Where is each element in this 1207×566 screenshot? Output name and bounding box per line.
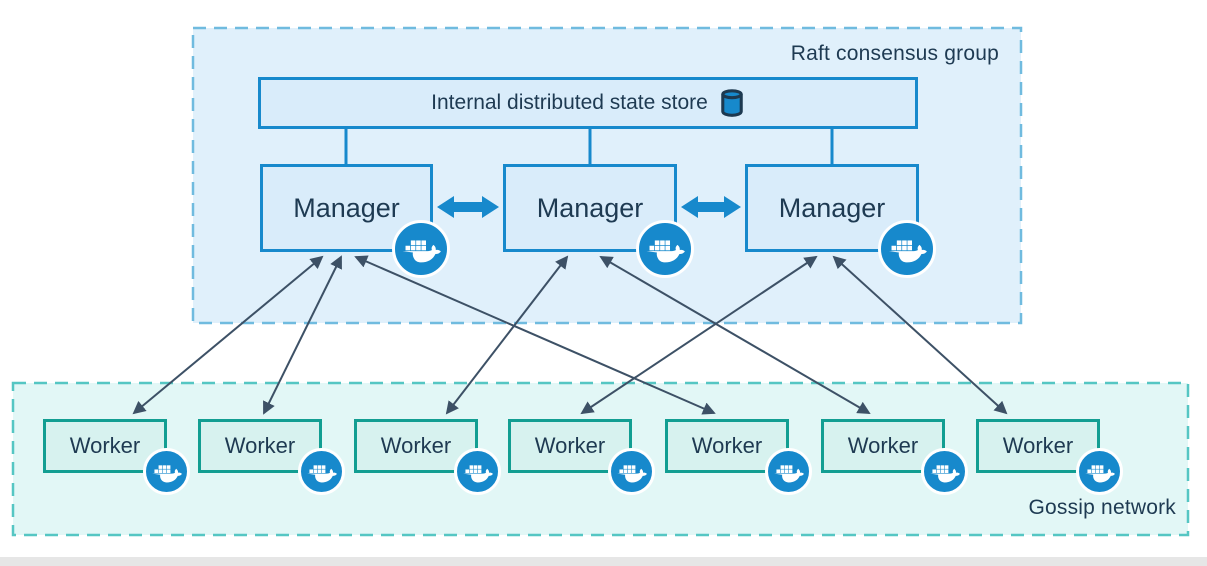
worker-node-7: Worker: [976, 419, 1100, 473]
worker-label: Worker: [1002, 433, 1074, 458]
worker-label: Worker: [534, 433, 606, 458]
worker-node-2: Worker: [198, 419, 322, 473]
docker-badge: [298, 448, 345, 495]
state-store-label: Internal distributed state store: [431, 91, 708, 114]
worker-label: Worker: [847, 433, 919, 458]
docker-badge: [608, 448, 655, 495]
docker-whale-icon: [151, 461, 182, 483]
arrow-manager3-worker7: [832, 255, 1008, 415]
manager-label: Manager: [293, 192, 400, 223]
worker-label: Worker: [224, 433, 296, 458]
worker-label: Worker: [691, 433, 763, 458]
database-icon: [719, 88, 745, 118]
docker-badge: [921, 448, 968, 495]
docker-whale-icon: [887, 235, 927, 263]
raft-group-label: Raft consensus group: [790, 42, 999, 65]
docker-whale-icon: [1084, 461, 1115, 483]
manager-peer-arrow-1: [437, 196, 499, 218]
manager-label: Manager: [778, 192, 886, 223]
docker-badge: [1076, 448, 1123, 495]
docker-whale-icon: [306, 461, 337, 483]
docker-whale-icon: [929, 461, 960, 483]
docker-whale-icon: [773, 461, 804, 483]
worker-node-4: Worker: [508, 419, 632, 473]
docker-badge: [392, 220, 450, 278]
docker-badge: [765, 448, 812, 495]
manager-peer-arrow-2: [681, 196, 741, 218]
arrow-manager2-worker3: [445, 255, 569, 415]
worker-label: Worker: [380, 433, 452, 458]
docker-whale-icon: [401, 235, 441, 263]
bottom-edge-strip: [0, 557, 1207, 566]
docker-whale-icon: [616, 461, 647, 483]
store-manager-connectors: [344, 128, 834, 166]
worker-label: Worker: [69, 433, 141, 458]
manager-worker-arrows: [132, 255, 1008, 415]
docker-whale-icon: [462, 461, 493, 483]
gossip-network-label: Gossip network: [1028, 496, 1176, 519]
docker-whale-icon: [645, 235, 685, 263]
arrow-manager3-worker4: [580, 255, 818, 415]
state-store-box: Internal distributed state store: [258, 77, 918, 129]
docker-badge: [454, 448, 501, 495]
docker-badge: [636, 220, 694, 278]
docker-badge: [878, 220, 936, 278]
manager-label: Manager: [536, 192, 644, 223]
docker-badge: [143, 448, 190, 495]
arrow-manager1-worker2: [263, 255, 342, 415]
